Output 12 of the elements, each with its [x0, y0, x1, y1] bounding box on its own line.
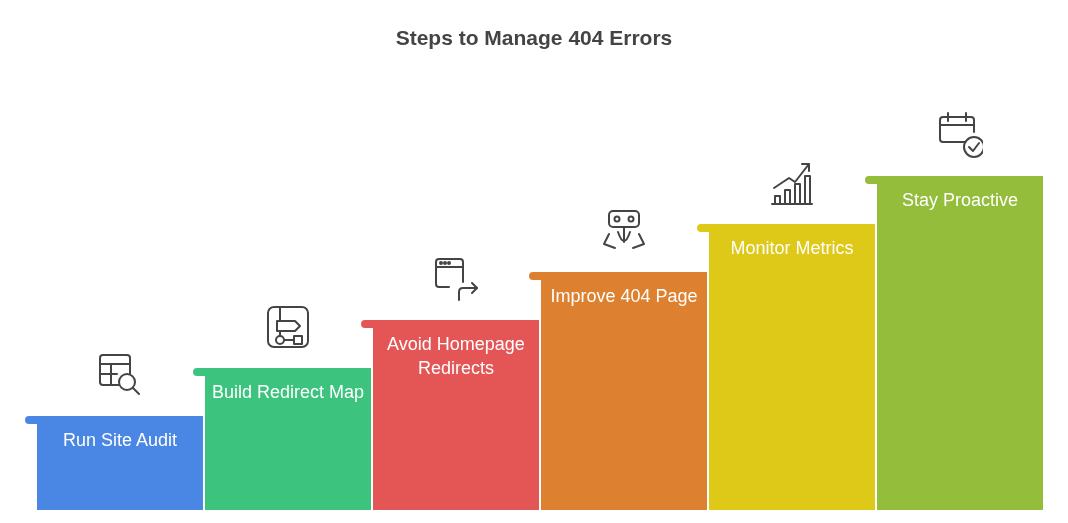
diagram-title: Steps to Manage 404 Errors — [395, 26, 673, 50]
step-label: Monitor Metrics — [729, 237, 855, 260]
step-label: Improve 404 Page — [549, 285, 699, 308]
step-bar — [193, 368, 371, 510]
step-bar — [865, 176, 1043, 510]
step-label: Stay Proactive — [900, 189, 1020, 212]
step-bar — [697, 224, 875, 510]
step-bar — [529, 272, 707, 510]
step-label: Build Redirect Map — [210, 381, 366, 404]
step-label: Avoid Homepage Redirects — [386, 333, 526, 380]
step-bar — [25, 416, 203, 510]
step-label: Run Site Audit — [61, 429, 179, 452]
